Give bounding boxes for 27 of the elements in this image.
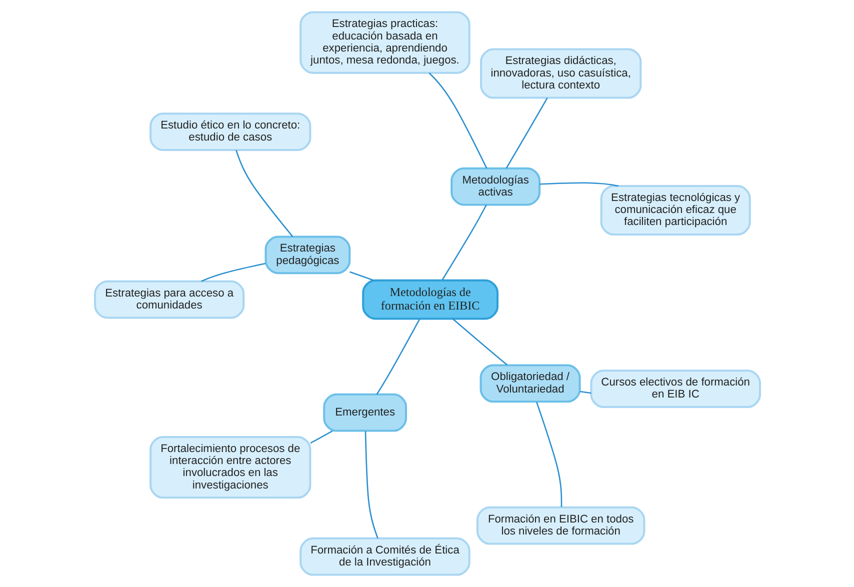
connector	[310, 430, 332, 444]
node-box: Estrategias didácticas, innovadoras, uso casuística, lectura contexto	[480, 48, 642, 99]
node-box: Estrategias practicas: educación basada en experiencia, aprendiendo juntos, mesa redonda, juegos.	[299, 11, 470, 74]
connector	[235, 150, 293, 238]
node-box: Estrategias pedagógicas	[264, 236, 350, 274]
connector	[349, 271, 374, 281]
node-box: Estudio ético en lo concreto: estudio de casos	[149, 112, 311, 151]
node-box: Estrategias tecnológicas y comunicación eficaz que faciliten participación	[600, 185, 750, 236]
connector	[200, 262, 266, 282]
connector	[539, 182, 618, 187]
connector	[376, 318, 420, 395]
connector	[505, 98, 548, 169]
node-box: Metodologías de formación en EIBIC	[362, 279, 498, 320]
node-box: Formación en EIBIC en todos los niveles de formación	[476, 506, 645, 545]
node-box: Estrategias para acceso a comunidades	[94, 280, 244, 319]
connector	[428, 72, 487, 169]
connector	[579, 390, 591, 394]
node-box: Obligatoriedad / Voluntariedad	[479, 364, 580, 403]
node-box: Fortalecimiento procesos de interacción entre actores involucrados en las investigaciones	[149, 436, 311, 499]
connector	[536, 402, 562, 508]
connector	[441, 204, 486, 280]
node-box: Emergentes	[322, 393, 406, 432]
node-box: Formación a Comités de Ética de la Investigación	[299, 537, 470, 576]
connector	[452, 318, 508, 366]
node-box: Metodologías activas	[450, 167, 540, 206]
connector	[364, 430, 378, 538]
node-box: Cursos electivos de formación en EIB IC	[590, 370, 760, 408]
